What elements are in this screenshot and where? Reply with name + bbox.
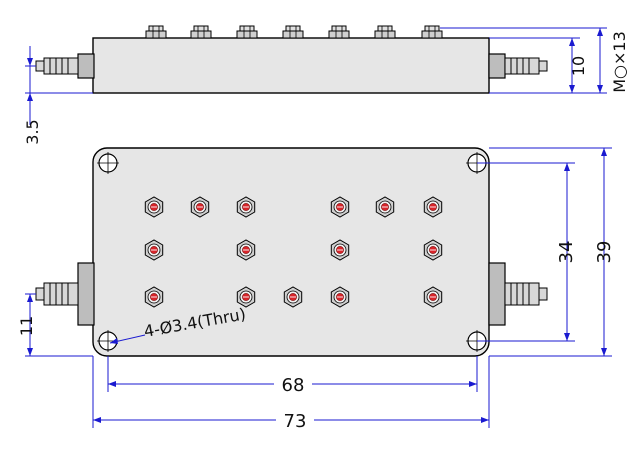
- dimension-offset-3-5: 3.5: [23, 46, 93, 145]
- side-pin: [145, 25, 167, 39]
- tuning-screw: [236, 239, 256, 261]
- left-sma-connector-side: [35, 53, 95, 79]
- dimension-label-13: M○×13: [610, 31, 629, 93]
- dimension-label-39: 39: [594, 241, 615, 264]
- right-sma-connector-top: [488, 262, 548, 326]
- tuning-screw: [423, 286, 443, 308]
- tuning-screw: [330, 239, 350, 261]
- tuning-screw: [190, 196, 210, 218]
- side-view: 10 M○×13 3.5: [23, 25, 629, 145]
- dimension-height-10: 10: [489, 37, 588, 94]
- tuning-screw: [236, 196, 256, 218]
- dimension-depth-39: 39: [489, 147, 615, 357]
- tuning-screw: [423, 239, 443, 261]
- side-view-pins: [145, 25, 443, 39]
- right-sma-connector-side: [488, 53, 548, 79]
- side-pin: [190, 25, 212, 39]
- side-pin: [236, 25, 258, 39]
- tuning-screw: [144, 286, 164, 308]
- dimension-height-13: M○×13: [440, 27, 629, 94]
- tuning-screw: [423, 196, 443, 218]
- tuning-screw: [236, 286, 256, 308]
- dimension-label-73: 73: [284, 411, 307, 432]
- dimension-offset-11: 11: [17, 293, 93, 357]
- side-pin: [328, 25, 350, 39]
- tuning-screw: [144, 239, 164, 261]
- dimension-width-68: 68: [107, 356, 478, 396]
- tuning-screw: [144, 196, 164, 218]
- dimension-label-3-5: 3.5: [23, 119, 42, 144]
- dimension-label-11: 11: [17, 316, 36, 336]
- side-view-body: [92, 37, 490, 94]
- tuning-screw: [330, 286, 350, 308]
- mounting-hole: [97, 330, 119, 352]
- tuning-screw: [283, 286, 303, 308]
- dimension-label-34: 34: [556, 241, 577, 264]
- left-sma-connector-top: [35, 262, 95, 326]
- top-view: 4-Ø3.4(Thru) 34 39 11: [17, 147, 615, 432]
- dimension-width-73: 73: [92, 356, 490, 432]
- tuning-screws: [144, 196, 443, 308]
- tuning-screw: [375, 196, 395, 218]
- mounting-hole: [97, 152, 119, 174]
- dimension-depth-34: 34: [477, 162, 577, 342]
- dimension-label-10: 10: [569, 56, 588, 76]
- side-pin: [374, 25, 396, 39]
- dimension-label-68: 68: [282, 375, 305, 396]
- tuning-screw: [330, 196, 350, 218]
- side-pin: [421, 25, 443, 39]
- side-pin: [282, 25, 304, 39]
